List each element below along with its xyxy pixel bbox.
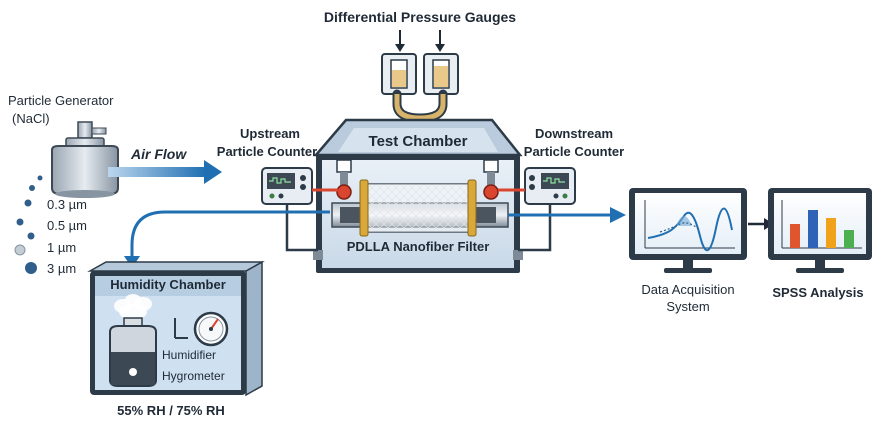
hygrometer-label: Hygrometer (162, 369, 225, 383)
daq-sublabel: System (666, 299, 710, 314)
hygrometer-icon (174, 311, 229, 347)
particle-size-label: 3 µm (47, 261, 77, 276)
upstream-counter-icon (261, 167, 338, 252)
air-flow-arrow (108, 160, 222, 184)
spss-label: SPSS Analysis (772, 285, 864, 300)
nanofiber-filter-icon (359, 179, 477, 237)
humidifier-icon (109, 317, 157, 387)
humidity-levels-label: 55% RH / 75% RH (117, 403, 225, 418)
humid-air-line (124, 210, 330, 268)
particle-size-label: 1 µm (47, 240, 77, 255)
downstream-counter-sublabel: Particle Counter (523, 144, 625, 159)
humidifier-label: Humidifier (162, 348, 217, 362)
particle-generator-label: Particle Generator (8, 93, 114, 108)
spss-monitor-icon (768, 188, 872, 273)
upstream-counter-sublabel: Particle Counter (216, 144, 318, 159)
air-flow-label: Air Flow (131, 146, 187, 162)
particle-dots (14, 175, 43, 274)
spss-bar (808, 210, 818, 248)
humidity-chamber-icon (87, 260, 265, 397)
sampling-probes (336, 159, 499, 200)
particle-size-label: 0.3 µm (47, 197, 88, 212)
particle-generator-sublabel: (NaCl) (12, 111, 50, 126)
daq-label: Data Acquisition (641, 282, 735, 297)
data-line-arrow (508, 207, 626, 223)
pressure-gauges-icon (381, 30, 459, 123)
filter-label: PDLLA Nanofiber Filter (346, 239, 490, 254)
particle-generator-icon (51, 121, 119, 198)
downstream-counter-icon (498, 167, 576, 252)
particle-size-label: 0.5 µm (47, 218, 88, 233)
spss-bar (790, 224, 800, 248)
spss-bar (826, 218, 836, 248)
test-chamber-label: Test Chamber (368, 133, 468, 150)
data-acquisition-monitor-icon (629, 188, 747, 273)
humidity-chamber-label: Humidity Chamber (110, 277, 226, 292)
steam-cloud (114, 294, 152, 320)
spss-bar (844, 230, 854, 248)
pressure-gauges-label: Differential Pressure Gauges (323, 9, 517, 25)
upstream-counter-label: Upstream (240, 126, 300, 141)
downstream-counter-label: Downstream (534, 126, 614, 141)
